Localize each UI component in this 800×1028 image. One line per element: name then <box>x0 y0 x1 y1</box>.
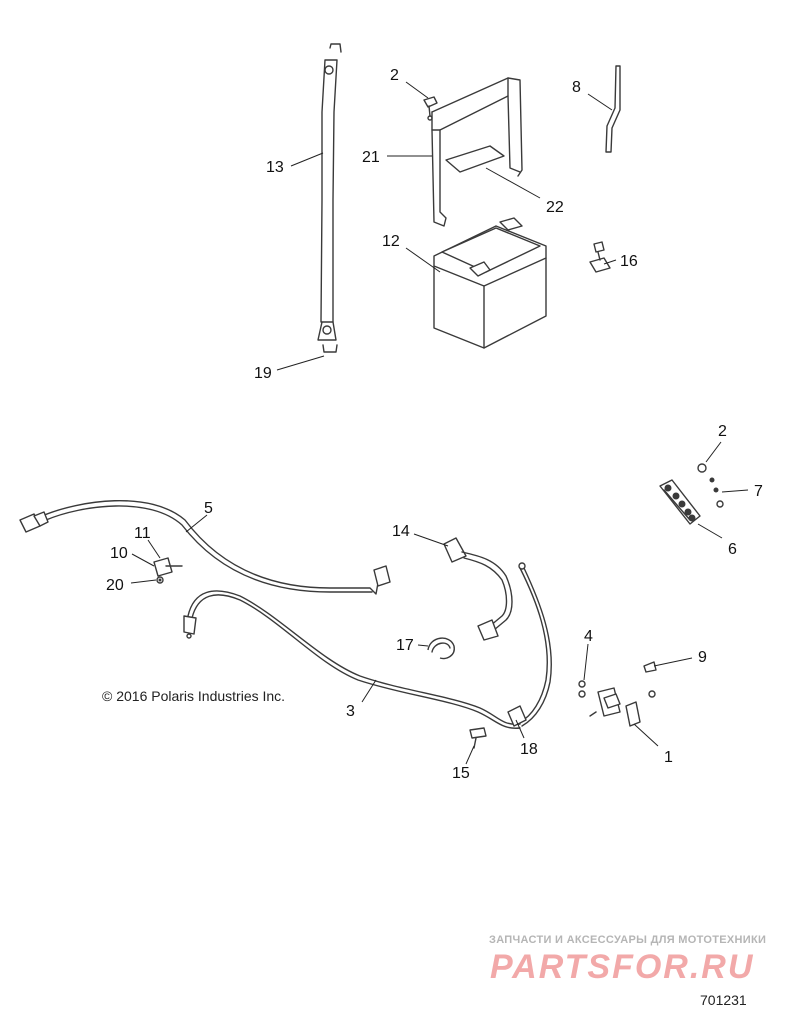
battery-strap <box>317 43 342 353</box>
battery-pad <box>445 145 505 173</box>
callout-19: 19 <box>254 365 272 382</box>
callout-6: 6 <box>728 541 737 558</box>
callout-15: 15 <box>452 765 470 782</box>
terminal-clip <box>589 241 611 273</box>
harness-clamp <box>153 557 183 584</box>
terminal-block <box>659 463 724 525</box>
callout-22: 22 <box>546 199 564 216</box>
callout-18: 18 <box>520 741 538 758</box>
callout-2-top: 2 <box>390 67 399 84</box>
main-cable <box>183 590 521 729</box>
wire-harness <box>19 499 391 595</box>
figure-number: 701231 <box>700 992 747 1008</box>
callout-4: 4 <box>584 628 593 645</box>
battery <box>433 217 547 349</box>
copyright-notice: © 2016 Polaris Industries Inc. <box>102 688 286 704</box>
bolt-top <box>423 96 438 121</box>
bolt-bottom <box>469 727 487 749</box>
callout-labels: 13 19 2 21 8 22 12 16 2 7 6 5 11 10 20 1… <box>106 67 763 782</box>
callout-1: 1 <box>664 749 673 766</box>
callout-5: 5 <box>204 500 213 517</box>
callout-12: 12 <box>382 233 400 250</box>
callout-14: 14 <box>392 523 410 540</box>
callout-8: 8 <box>572 79 581 96</box>
leader-lines <box>130 81 749 765</box>
relay-assembly <box>578 661 657 727</box>
watermark-logo: PARTSFOR.RU <box>490 948 755 986</box>
callout-16: 16 <box>620 253 638 270</box>
callout-21: 21 <box>362 149 380 166</box>
callout-7: 7 <box>754 483 763 500</box>
cable-end <box>507 562 552 727</box>
callout-10: 10 <box>110 545 128 562</box>
callout-17: 17 <box>396 637 414 654</box>
callout-13: 13 <box>266 159 284 176</box>
callout-2-right: 2 <box>718 423 727 440</box>
watermark-tagline: ЗАПЧАСТИ И АКСЕССУАРЫ ДЛЯ МОТОТЕХНИКИ <box>489 934 767 946</box>
battery-bracket <box>431 77 523 227</box>
callout-11: 11 <box>134 525 151 542</box>
callout-3: 3 <box>346 703 355 720</box>
callout-9: 9 <box>698 649 707 666</box>
vent-tube <box>605 65 621 153</box>
callout-20: 20 <box>106 577 124 594</box>
battery-cable <box>443 537 513 641</box>
hose-clamp <box>427 637 455 660</box>
